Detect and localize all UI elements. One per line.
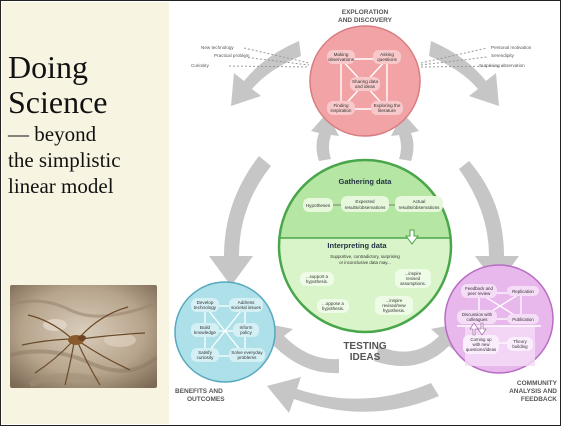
node-exploring: Exploring the [374, 103, 401, 108]
exploration-title-1: EXPLORATION [342, 9, 389, 16]
arrow-bottom [267, 377, 439, 413]
node-expected-2: results/observations [345, 205, 387, 210]
down-arrow-icon-2 [477, 322, 487, 336]
subtitle-line-linear-model: linear model [8, 174, 114, 198]
node-support-2: hypothesis. [306, 279, 328, 284]
exploration-circle: EXPLORATION AND DISCOVERY Making observa… [309, 9, 421, 137]
arrow-testing-to-benefits [263, 323, 339, 374]
node-theory-2: building [512, 344, 528, 349]
node-inspire-new-2: revised/new [382, 303, 406, 308]
node-inspire-3: assumptions. [400, 281, 426, 286]
node-asking-2: questions [377, 57, 397, 62]
node-making: Making [334, 52, 349, 57]
arrow-right-down [459, 161, 519, 286]
spider-photo-image [10, 285, 157, 388]
input-practical-problem: Practical problem [214, 53, 250, 58]
benefits-title-2: OUTCOMES [187, 396, 225, 403]
slide-title: Doing Science — beyond the simplistic li… [8, 50, 168, 198]
node-replication: Replication [512, 289, 534, 294]
node-exploring-2: literature [378, 108, 396, 113]
node-inspire-new: ...inspire [386, 298, 403, 303]
node-inspire-new-3: hypothesis. [383, 308, 405, 313]
arrow-testing-to-community [374, 323, 461, 366]
up-arrow-icon [469, 322, 479, 336]
node-solve: Solve everyday [231, 350, 263, 355]
node-coming-3: questions/ideas [466, 347, 497, 352]
node-actual-2: results/observations [399, 205, 441, 210]
node-inform: Inform [239, 325, 252, 330]
node-inspire: ...inspire [405, 271, 422, 276]
node-finding-2: inspiration [331, 108, 352, 113]
node-publication: Publication [512, 317, 534, 322]
arrow-top-right [429, 41, 499, 106]
community-title-1: COMMUNITY [517, 380, 558, 387]
node-address: Address [238, 300, 256, 305]
node-support: ...support a [306, 274, 329, 279]
node-develop: Develop [197, 300, 214, 305]
input-surprising-observation: Surprising observation [479, 63, 525, 68]
community-circle: Feedback and peer review Replication Dis… [444, 264, 558, 403]
community-title-3: FEEDBACK [521, 396, 557, 403]
node-discussion: Discussion with [462, 312, 493, 317]
science-process-diagram: New technology Practical problem Curiosi… [169, 1, 560, 425]
down-arrow-icon [405, 229, 419, 245]
interp-text-1: Supportive, contradictory, surprising [330, 254, 400, 259]
node-coming: Coming up [470, 337, 492, 342]
node-address-2: societal issues [231, 305, 262, 310]
node-build: Build [200, 325, 211, 330]
node-inspire-2: revised [406, 276, 421, 281]
left-panel: Doing Science — beyond the simplistic li… [2, 2, 169, 424]
node-expected: Expected [355, 199, 375, 204]
node-finding: Finding [333, 103, 349, 108]
testing-title-2: IDEAS [350, 352, 381, 363]
subtitle-line-beyond: — beyond [8, 122, 97, 146]
node-feedback-2: peer review [468, 291, 492, 296]
arrow-left-down [209, 156, 271, 286]
node-feedback: Feedback and [465, 286, 493, 291]
community-title-2: ANALYSIS AND [509, 388, 557, 395]
interp-text-2: or inconclusive data may... [339, 260, 391, 265]
node-inform-2: policy [240, 330, 252, 335]
node-actual: Actual [413, 199, 426, 204]
input-new-technology: New technology [201, 45, 234, 50]
node-oppose: ...oppose a [322, 301, 344, 306]
node-satisfy-2: curiosity [197, 355, 215, 360]
node-sharing-2: and ideas [355, 84, 376, 89]
input-lines [228, 47, 505, 68]
spider-photo [10, 285, 157, 388]
node-coming-2: with new [472, 342, 490, 347]
input-serendipity: Serendipity [491, 53, 515, 58]
interpreting-data-title: Interpreting data [327, 241, 387, 250]
input-curiosity: Curiosity [191, 63, 210, 68]
arrow-top-left [231, 41, 301, 106]
testing-title-1: TESTING [343, 341, 387, 352]
gathering-data-title: Gathering data [339, 177, 393, 186]
node-hypotheses: Hypotheses [306, 203, 331, 208]
exploration-inputs: New technology Practical problem Curiosi… [191, 45, 532, 68]
node-asking: Asking [380, 52, 394, 57]
exploration-title-2: AND DISCOVERY [338, 17, 393, 24]
node-build-2: knowledge [194, 330, 216, 335]
title-line-doing: Doing [8, 49, 88, 85]
node-solve-2: problems [238, 355, 258, 360]
benefits-circle: Develop technology Address societal issu… [174, 281, 276, 403]
node-oppose-2: hypothesis. [322, 306, 344, 311]
node-sharing: Sharing data [352, 79, 378, 84]
title-line-science: Science [8, 84, 108, 120]
node-develop-2: technology [194, 305, 217, 310]
node-making-2: observations [328, 57, 355, 62]
node-discussion-2: colleagues [467, 317, 489, 322]
subtitle-line-simplistic: the simplistic [8, 148, 121, 172]
benefits-title-1: BENEFITS AND [175, 388, 223, 395]
input-personal-motivation: Personal motivation [491, 45, 532, 50]
node-satisfy: Satisfy [198, 350, 212, 355]
node-theory: Theory [513, 339, 527, 344]
